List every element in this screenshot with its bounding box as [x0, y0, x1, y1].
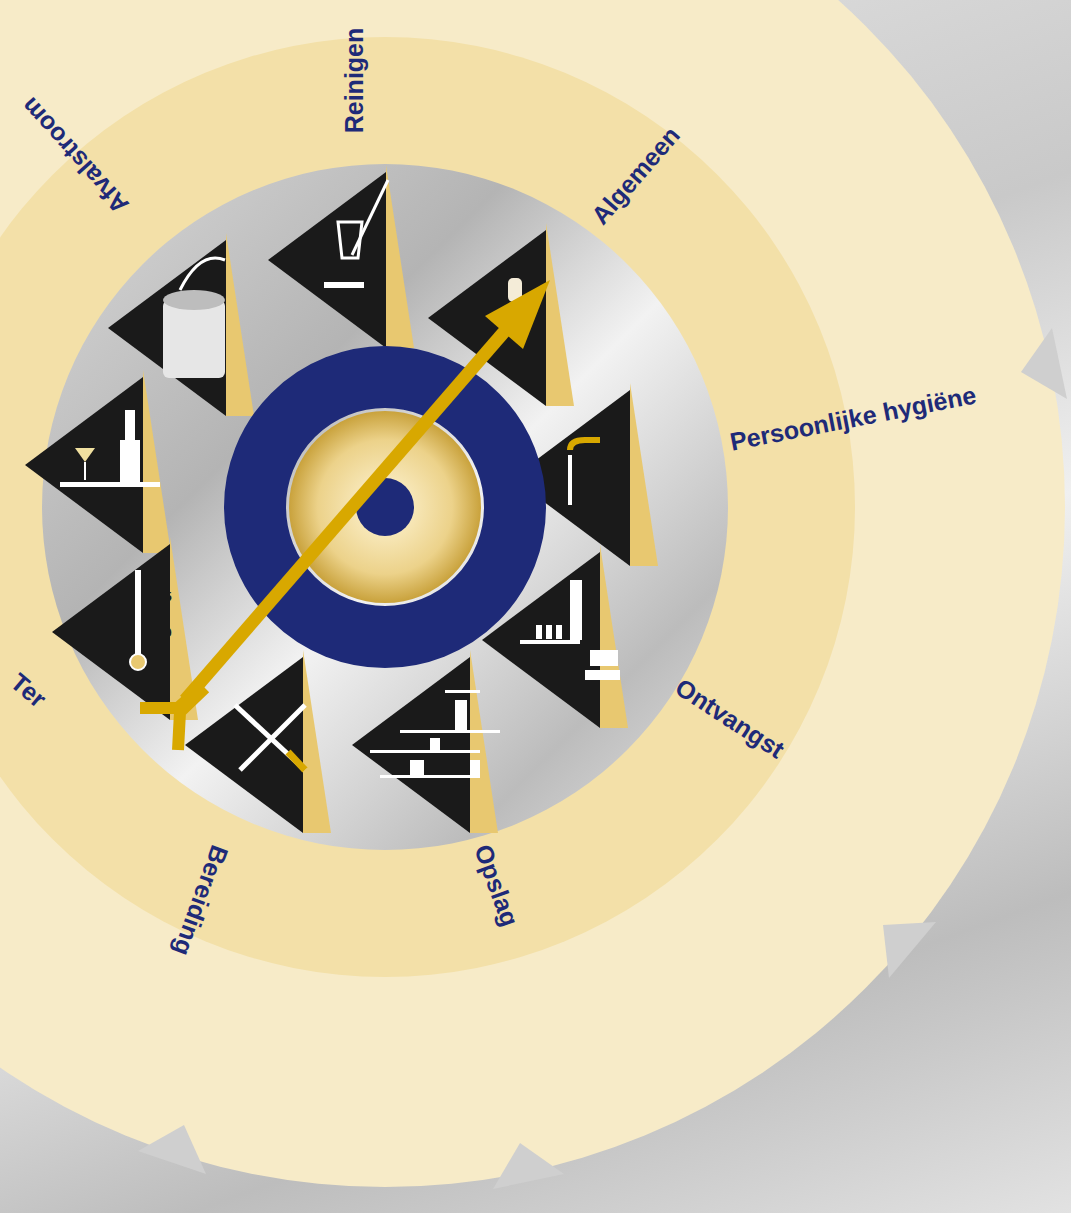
- gold-arrow: [140, 280, 550, 750]
- label-ring: [0, 37, 855, 977]
- ring-label: Reinigen: [342, 27, 367, 133]
- scale-number: 0: [165, 626, 172, 639]
- outer-cog: [0, 0, 1065, 1187]
- scale-number: 5: [165, 590, 172, 603]
- icon-details: [60, 180, 620, 778]
- target-centre: [289, 411, 481, 603]
- icon-triangles: [25, 165, 658, 833]
- target-ring: [255, 377, 515, 637]
